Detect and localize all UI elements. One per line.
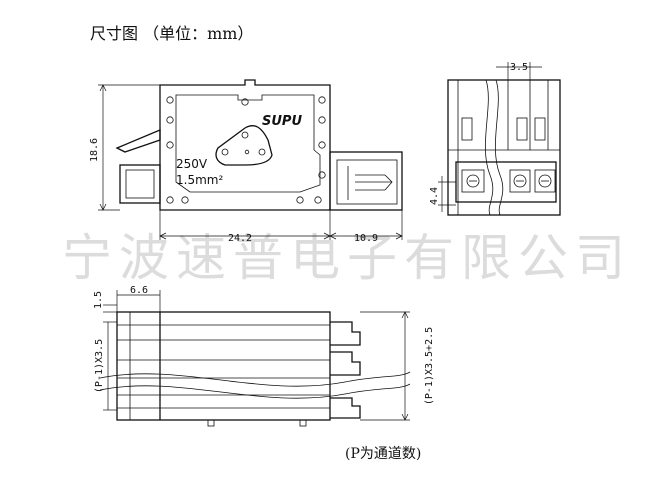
dim-widths: 24.2 10.9 xyxy=(159,210,403,244)
bottom-view: 6.6 1.5 (P-1)X3.5 (P-1)X3.5+2.5 xyxy=(93,285,435,427)
svg-text:1.5: 1.5 xyxy=(93,291,104,309)
svg-text:4.4: 4.4 xyxy=(429,187,440,205)
front-view-boss xyxy=(215,125,273,166)
boss-hole xyxy=(221,148,229,156)
front-view-inner-frame xyxy=(175,94,321,193)
boss-hole xyxy=(258,148,266,156)
svg-text:18.6: 18.6 xyxy=(89,138,100,162)
front-view-lever xyxy=(115,129,161,153)
svg-text:(P-1)X3.5+2.5: (P-1)X3.5+2.5 xyxy=(424,327,435,405)
front-view-left-block-inner xyxy=(125,169,155,199)
front-view-body xyxy=(159,79,331,211)
front-view: SUPU 250V 1.5mm² 18.6 xyxy=(89,79,403,244)
svg-text:24.2: 24.2 xyxy=(228,233,252,244)
svg-text:6.6: 6.6 xyxy=(130,285,148,296)
brand-mark: SUPU xyxy=(262,114,302,129)
svg-text:10.9: 10.9 xyxy=(354,233,378,244)
watermark: 宁波速普电子有限公司 xyxy=(62,229,632,287)
boss-hole xyxy=(244,149,250,155)
front-view-connector xyxy=(329,151,403,211)
boss-hole xyxy=(241,131,249,139)
page-title: 尺寸图 （单位：mm） xyxy=(90,24,254,43)
side-view: 3.5 4.4 xyxy=(429,62,561,216)
caption: (P为通道数) xyxy=(345,446,422,462)
front-view-left-block xyxy=(119,164,161,204)
front-view-holes xyxy=(166,96,326,204)
dim-height: 18.6 xyxy=(89,84,160,211)
wire-size-mark: 1.5mm² xyxy=(176,173,223,187)
svg-text:(P-1)X3.5: (P-1)X3.5 xyxy=(94,339,105,393)
voltage-mark: 250V xyxy=(176,157,208,171)
svg-text:3.5: 3.5 xyxy=(510,62,528,73)
